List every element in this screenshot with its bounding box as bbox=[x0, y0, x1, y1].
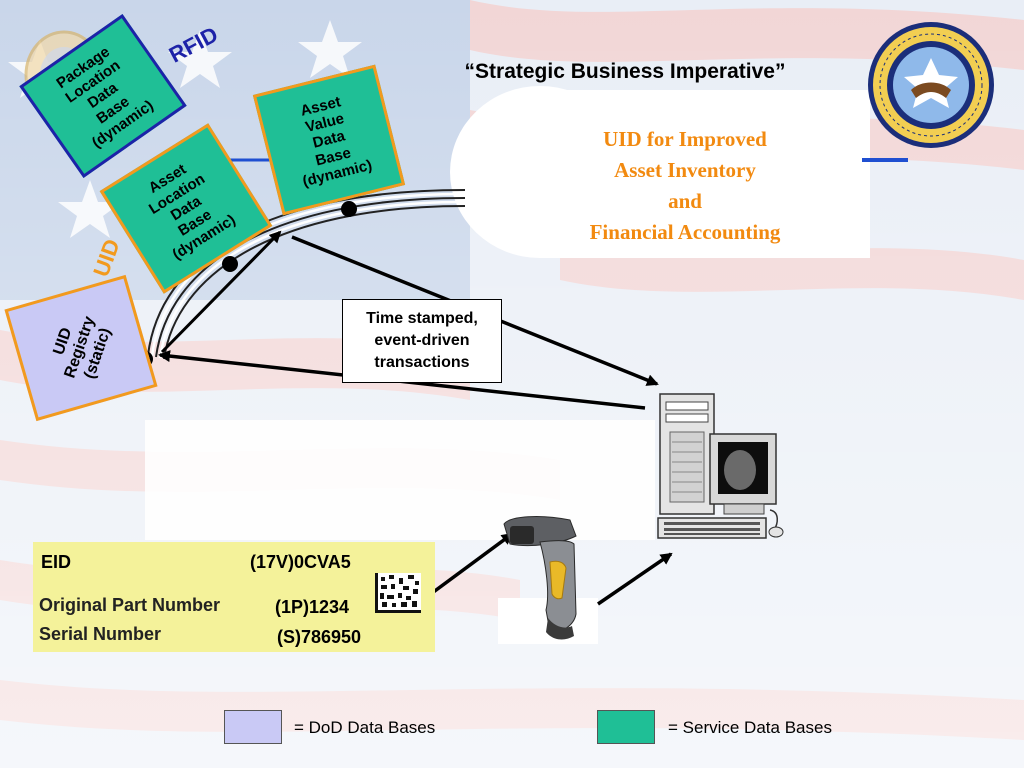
package-location-database-label: Package Location Data Base (dynamic) bbox=[53, 43, 157, 152]
asset-value-database-label: Asset Value Data Base (dynamic) bbox=[298, 93, 374, 191]
asset-location-database-label: Asset Location Data Base (dynamic) bbox=[145, 161, 239, 264]
transactions-line-1: Time stamped, bbox=[366, 310, 478, 327]
transactions-line-3: transactions bbox=[374, 354, 470, 371]
subtitle-line-3: and bbox=[668, 189, 702, 213]
subtitle-line-4: Financial Accounting bbox=[589, 220, 781, 244]
uid-registry-label: UID Registry (static) bbox=[50, 314, 115, 382]
original-part-number-value: (1P)1234 bbox=[275, 597, 350, 617]
legend-dod-text: = DoD Data Bases bbox=[294, 718, 436, 737]
page-title: “Strategic Business Imperative” bbox=[464, 60, 786, 83]
legend-dod-swatch bbox=[224, 710, 282, 744]
original-part-number-label: Original Part Number bbox=[39, 595, 221, 615]
datamatrix-icon bbox=[375, 573, 421, 613]
serial-number-label: Serial Number bbox=[39, 624, 162, 644]
serial-number-value: (S)786950 bbox=[277, 627, 362, 647]
subtitle-line-2: Asset Inventory bbox=[614, 158, 756, 182]
transactions-box: Time stamped, event-driven transactions bbox=[342, 299, 502, 383]
transactions-line-2: event-driven bbox=[374, 332, 470, 349]
legend-service-text: = Service Data Bases bbox=[668, 718, 832, 737]
barcode-scanner-icon bbox=[503, 516, 577, 640]
page-subtitle: UID for Improved Asset Inventory and Fin… bbox=[540, 124, 830, 248]
computer-icon bbox=[657, 393, 784, 539]
connector-dot-asset-location bbox=[222, 256, 238, 272]
connector-dot-asset-value bbox=[341, 201, 357, 217]
eid-value: (17V)0CVA5 bbox=[250, 552, 351, 572]
legend-service-swatch bbox=[597, 710, 655, 744]
eid-label: EID bbox=[41, 552, 72, 572]
subtitle-line-1: UID for Improved bbox=[603, 127, 767, 151]
seal-icon bbox=[868, 22, 994, 148]
uid-label-plate: EID (17V)0CVA5 Original Part Number (1P)… bbox=[33, 542, 435, 652]
